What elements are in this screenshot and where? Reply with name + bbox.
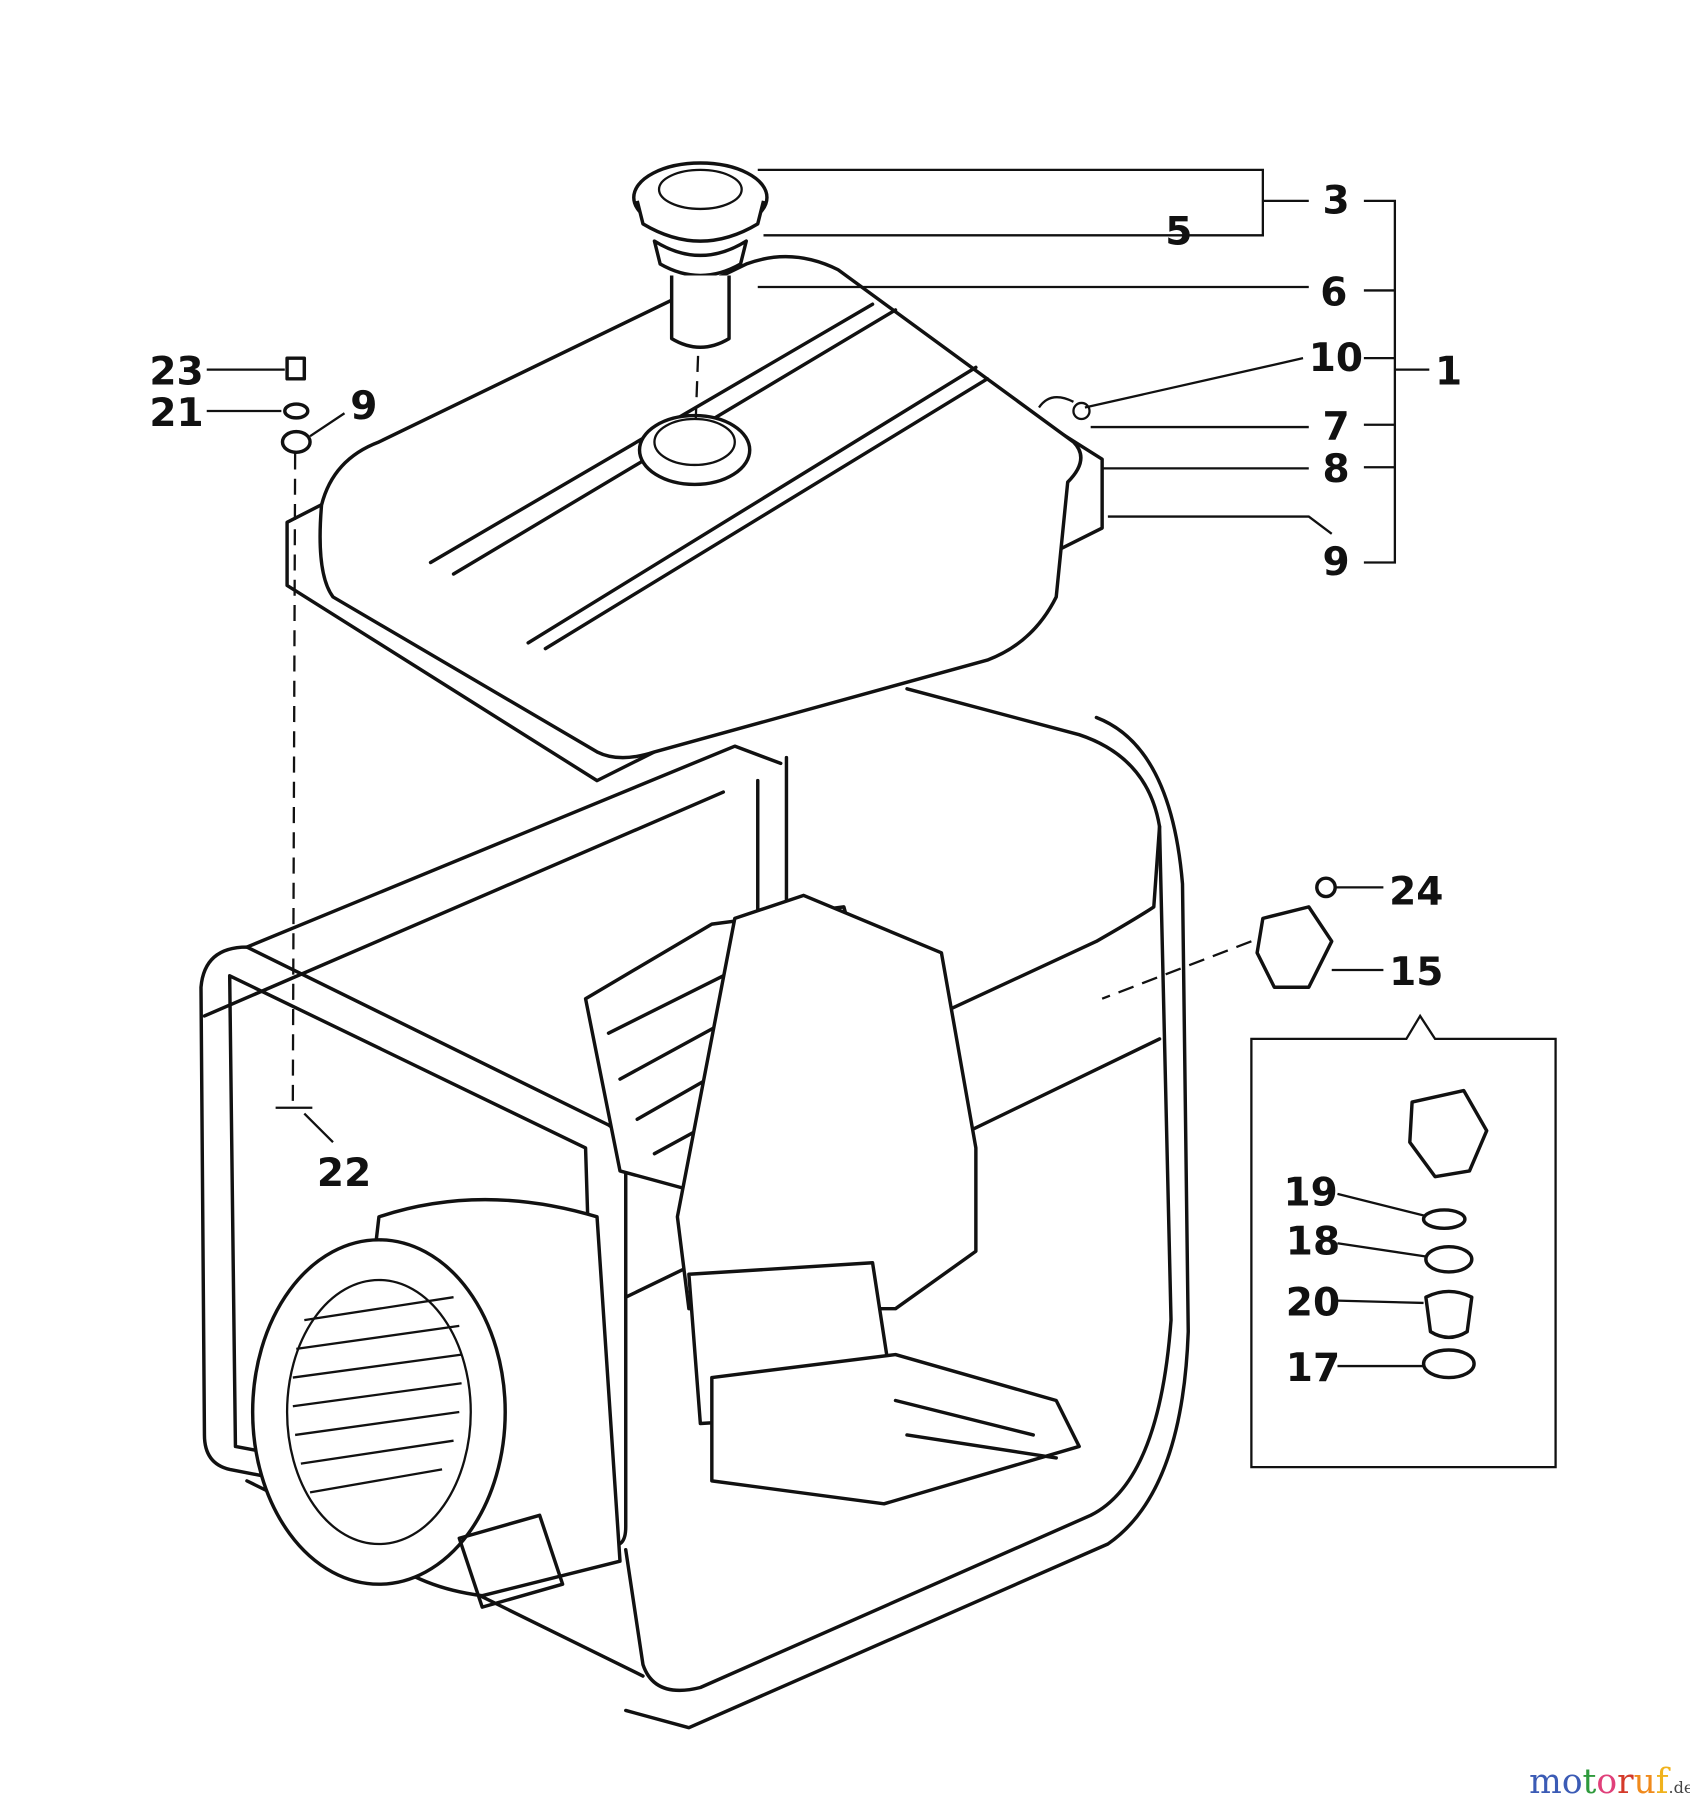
callout-9-left: 9 <box>350 384 377 429</box>
wm-letter: u <box>1634 1762 1656 1800</box>
callout-labels: 3 5 6 10 1 7 8 9 23 21 9 22 24 15 19 18 … <box>149 179 1462 1391</box>
wm-letter: o <box>1562 1762 1583 1800</box>
callout-17: 17 <box>1286 1346 1340 1391</box>
fuel-valve-inset <box>1250 1013 1557 1469</box>
callout-10: 10 <box>1309 336 1363 381</box>
wm-letter: t <box>1583 1762 1597 1800</box>
generator <box>250 1197 622 1609</box>
callout-7: 7 <box>1323 405 1350 450</box>
fuel-tank <box>285 254 1104 783</box>
callout-24: 24 <box>1389 870 1443 915</box>
wm-letter: o <box>1596 1762 1617 1800</box>
wm-suffix: .de <box>1669 1778 1690 1797</box>
small-parts <box>280 356 1337 989</box>
watermark-logo: motoruf.de <box>1529 1762 1690 1800</box>
callout-18: 18 <box>1286 1220 1340 1265</box>
callout-3: 3 <box>1323 179 1350 224</box>
wm-letter: m <box>1529 1762 1562 1800</box>
callout-20: 20 <box>1286 1281 1340 1326</box>
wm-letter: f <box>1656 1762 1671 1800</box>
engine <box>583 893 1081 1506</box>
callout-1: 1 <box>1435 350 1462 395</box>
callout-6: 6 <box>1320 270 1347 315</box>
wm-letter: r <box>1617 1762 1634 1800</box>
fuel-cap-assembly <box>632 161 769 420</box>
callout-9: 9 <box>1323 540 1350 585</box>
callout-22: 22 <box>317 1151 371 1196</box>
leader-lines <box>206 168 1430 1368</box>
callout-23: 23 <box>149 350 203 395</box>
callout-15: 15 <box>1389 950 1443 995</box>
callout-8: 8 <box>1323 447 1350 492</box>
callout-5: 5 <box>1165 210 1192 255</box>
callout-19: 19 <box>1284 1170 1338 1215</box>
callout-21: 21 <box>149 391 203 436</box>
